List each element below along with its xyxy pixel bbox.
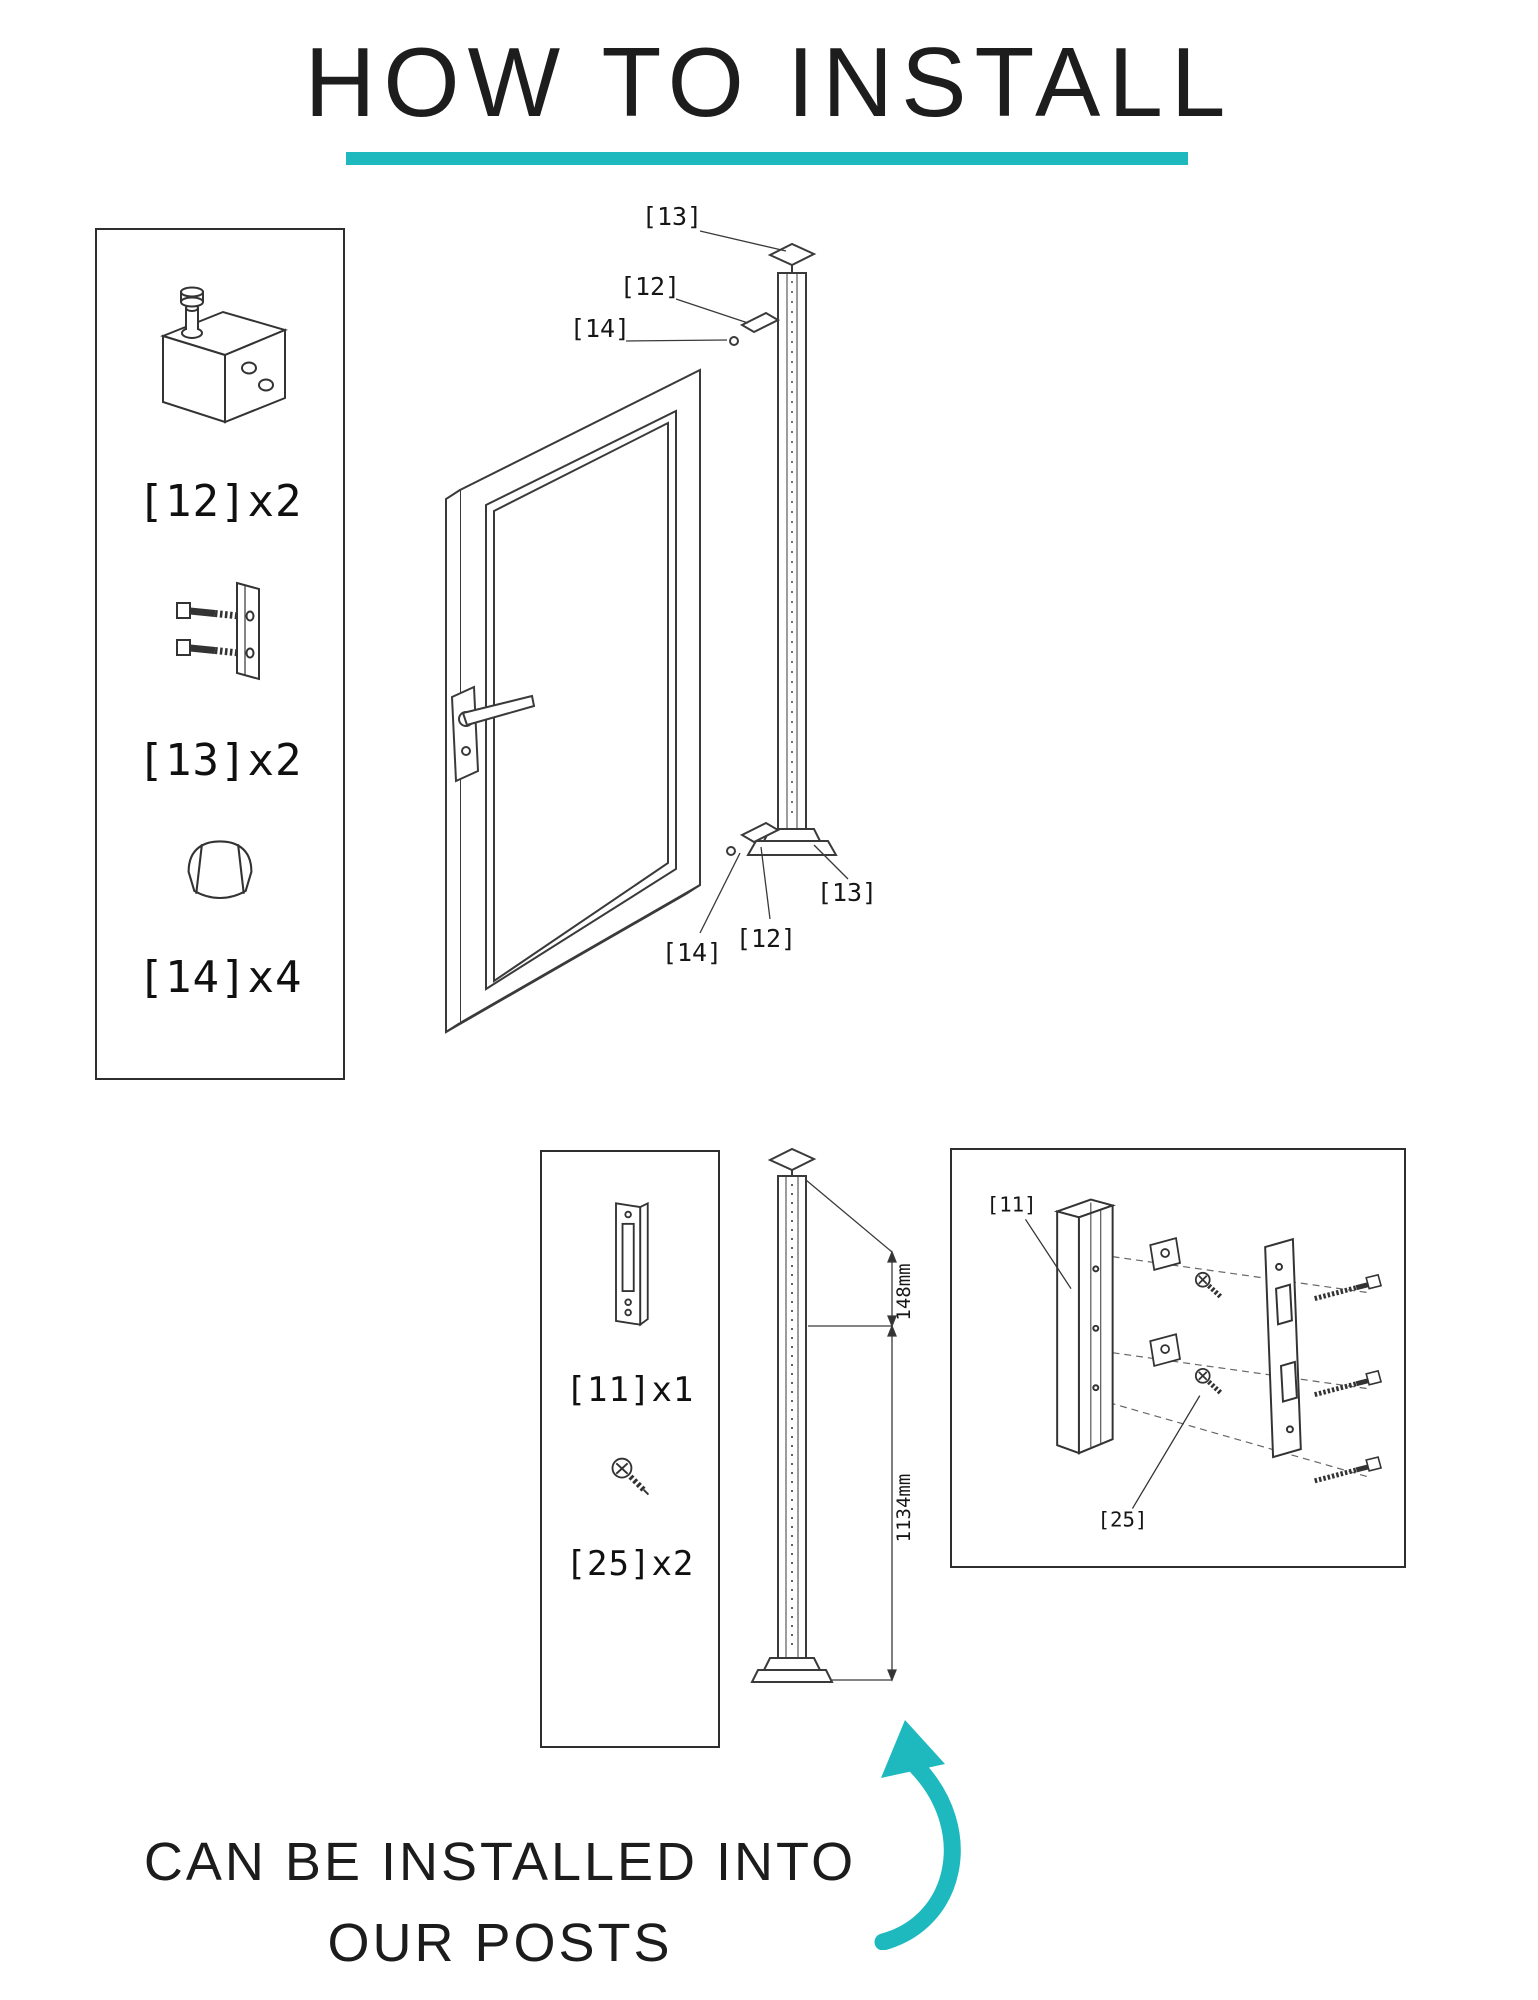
gate-post [746, 242, 838, 856]
part-label-25: [25]x2 [565, 1544, 695, 1584]
keeper-channel [1053, 1198, 1116, 1455]
part-label-13: [13]x2 [137, 735, 303, 786]
part-label-12: [12]x2 [137, 476, 303, 527]
clips-and-screws [1149, 1237, 1224, 1396]
latch-exploded-diagram: [11] [25] [987, 1192, 1383, 1531]
hinge-bolts-icon [176, 581, 260, 681]
callout-14-bottom: [14] [662, 938, 722, 967]
assembly-axis-lines [1100, 1254, 1369, 1478]
title-underline [346, 152, 1188, 165]
callout-11: [11] [987, 1192, 1037, 1216]
keeper-plate-icon [615, 1201, 649, 1327]
gate-handle [450, 685, 536, 783]
screw-icon [611, 1457, 650, 1496]
curved-arrow-icon [874, 1720, 961, 1950]
callout-14-top: [14] [570, 314, 630, 343]
callout-13-bottom: [13] [817, 878, 877, 907]
part-label-11: [11]x1 [565, 1370, 695, 1410]
corner-bracket-icon [159, 286, 289, 424]
hinge-brackets [726, 311, 781, 856]
footer-line-2: OUR POSTS [327, 1913, 673, 1973]
footer-note: CAN BE INSTALLED INTO OUR POSTS [110, 1822, 890, 1984]
footer-line-1: CAN BE INSTALLED INTO [143, 1832, 857, 1892]
dimension-lower: 1134mm [893, 1474, 915, 1543]
part-label-14: [14]x4 [137, 952, 303, 1003]
callout-12-bottom: [12] [736, 924, 796, 953]
cap-nut-icon [187, 840, 253, 900]
callout-12-top: [12] [620, 272, 680, 301]
dimension-upper: 148mm [893, 1263, 915, 1320]
latch-exploded-panel: [11] [25] [950, 1148, 1406, 1568]
callout-25: [25] [1097, 1507, 1147, 1531]
post-parts-panel: [11]x1 [25]x2 [540, 1150, 720, 1748]
strike-plate [1264, 1237, 1302, 1459]
hardware-parts-panel: [12]x2 [13]x2 [95, 228, 345, 1080]
page-title: HOW TO INSTALL [304, 27, 1234, 137]
gate-frame [445, 368, 701, 1034]
gate-callouts: [13] [12] [14] [14] [12] [13] [570, 202, 877, 967]
post-illustration [750, 1147, 834, 1683]
gate-assembly-diagram: [13] [12] [14] [14] [12] [13] [445, 202, 877, 1034]
latch-callouts: [11] [25] [987, 1192, 1201, 1531]
post-dimension-diagram: 148mm 1134mm [750, 1147, 915, 1683]
callout-13-top: [13] [642, 202, 702, 231]
dimension-lines [805, 1179, 897, 1682]
long-screws [1314, 1273, 1383, 1484]
